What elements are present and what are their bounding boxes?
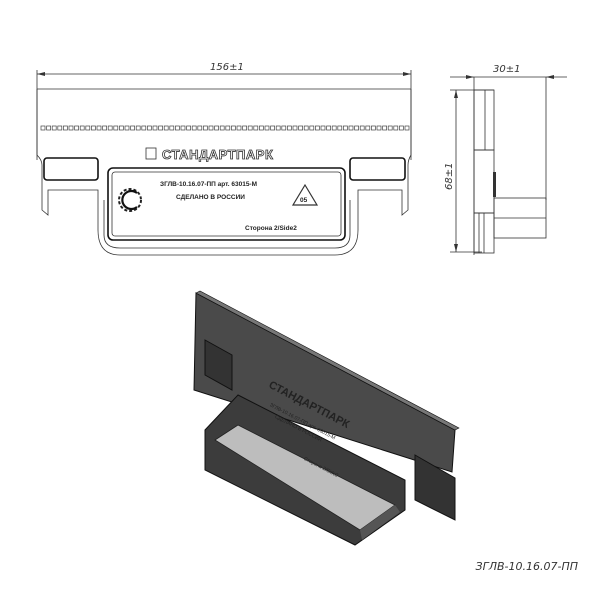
label-panel	[107, 167, 346, 241]
rib-mark	[399, 125, 404, 131]
rib-mark	[163, 125, 169, 131]
rib-mark	[242, 125, 247, 131]
rib-mark	[343, 125, 348, 131]
right-tab	[349, 157, 406, 181]
rib-mark	[326, 125, 331, 131]
rib-mark	[376, 125, 382, 131]
rib-mark	[348, 125, 354, 131]
rib-mark	[270, 125, 275, 131]
rib-mark	[214, 125, 219, 131]
ribbed-strip	[40, 125, 410, 131]
rib-mark	[96, 125, 102, 131]
article-text: ЗГЛВ-10.16.07-ПП арт. 63015-М	[160, 181, 257, 188]
rib-mark	[203, 125, 208, 131]
brand-logo-icon	[145, 147, 157, 160]
made-in-text: СДЕЛАНО В РОССИИ	[176, 194, 245, 201]
rib-mark	[180, 125, 186, 131]
rib-mark	[225, 125, 231, 131]
rib-mark	[292, 125, 298, 131]
rib-mark	[46, 125, 51, 131]
left-tab	[43, 157, 99, 181]
width-dimension: 156±1	[210, 62, 244, 73]
rib-mark	[107, 125, 113, 131]
drawing-caption: ЗГЛВ-10.16.07-ПП	[475, 560, 578, 573]
rib-mark	[91, 125, 96, 131]
rib-mark	[382, 125, 387, 131]
side-view: 30±1 68±1	[444, 64, 567, 255]
rib-mark	[113, 125, 119, 131]
rib-mark	[57, 125, 63, 131]
rib-mark	[393, 125, 399, 131]
brand-name: СТАНДАРТПАРК	[162, 147, 273, 162]
rib-mark	[337, 125, 343, 131]
rib-mark	[158, 125, 163, 131]
isometric-view: СТАНДАРТПАРК ЗГЛВ-10.16.07-ПП арт. 63015…	[193, 290, 460, 546]
rib-mark	[236, 125, 242, 131]
rib-mark	[231, 125, 236, 131]
rib-mark	[197, 125, 203, 131]
rib-mark	[74, 125, 79, 131]
recycle-code: 05	[300, 197, 308, 204]
rib-mark	[51, 125, 57, 131]
rib-mark	[141, 125, 147, 131]
rib-mark	[208, 125, 214, 131]
rib-mark	[331, 125, 337, 131]
rib-mark	[264, 125, 270, 131]
rib-mark	[169, 125, 175, 131]
rib-mark	[63, 125, 68, 131]
rib-mark	[303, 125, 309, 131]
rib-mark	[404, 125, 410, 131]
rib-mark	[320, 125, 326, 131]
rib-mark	[152, 125, 158, 131]
depth-dimension: 30±1	[493, 64, 520, 75]
rib-mark	[102, 125, 107, 131]
rib-mark	[387, 125, 393, 131]
rib-mark	[68, 125, 74, 131]
rib-mark	[40, 125, 46, 131]
rib-mark	[175, 125, 180, 131]
rib-mark	[253, 125, 259, 131]
rib-mark	[247, 125, 253, 131]
rib-mark	[281, 125, 287, 131]
rib-mark	[124, 125, 130, 131]
rib-mark	[119, 125, 124, 131]
rib-mark	[219, 125, 225, 131]
rib-mark	[359, 125, 365, 131]
date-stamp-icon	[118, 188, 142, 212]
height-dimension: 68±1	[444, 163, 455, 190]
rib-mark	[130, 125, 135, 131]
rib-mark	[371, 125, 376, 131]
rib-mark	[259, 125, 264, 131]
rib-mark	[298, 125, 303, 131]
front-view: 156±1 СТАНДАРТПАРК ЗГЛВ-10.16.07-ПП арт.…	[36, 62, 412, 256]
rib-mark	[186, 125, 191, 131]
rib-mark	[275, 125, 281, 131]
recycle-icon: 05	[291, 183, 319, 206]
rib-mark	[365, 125, 371, 131]
rib-mark	[85, 125, 91, 131]
rib-mark	[315, 125, 320, 131]
rib-mark	[135, 125, 141, 131]
side-text: Сторона 2/Side2	[245, 225, 297, 232]
rib-mark	[191, 125, 197, 131]
rib-mark	[79, 125, 85, 131]
rib-mark	[309, 125, 315, 131]
rib-mark	[354, 125, 359, 131]
rib-mark	[287, 125, 292, 131]
rib-mark	[147, 125, 152, 131]
